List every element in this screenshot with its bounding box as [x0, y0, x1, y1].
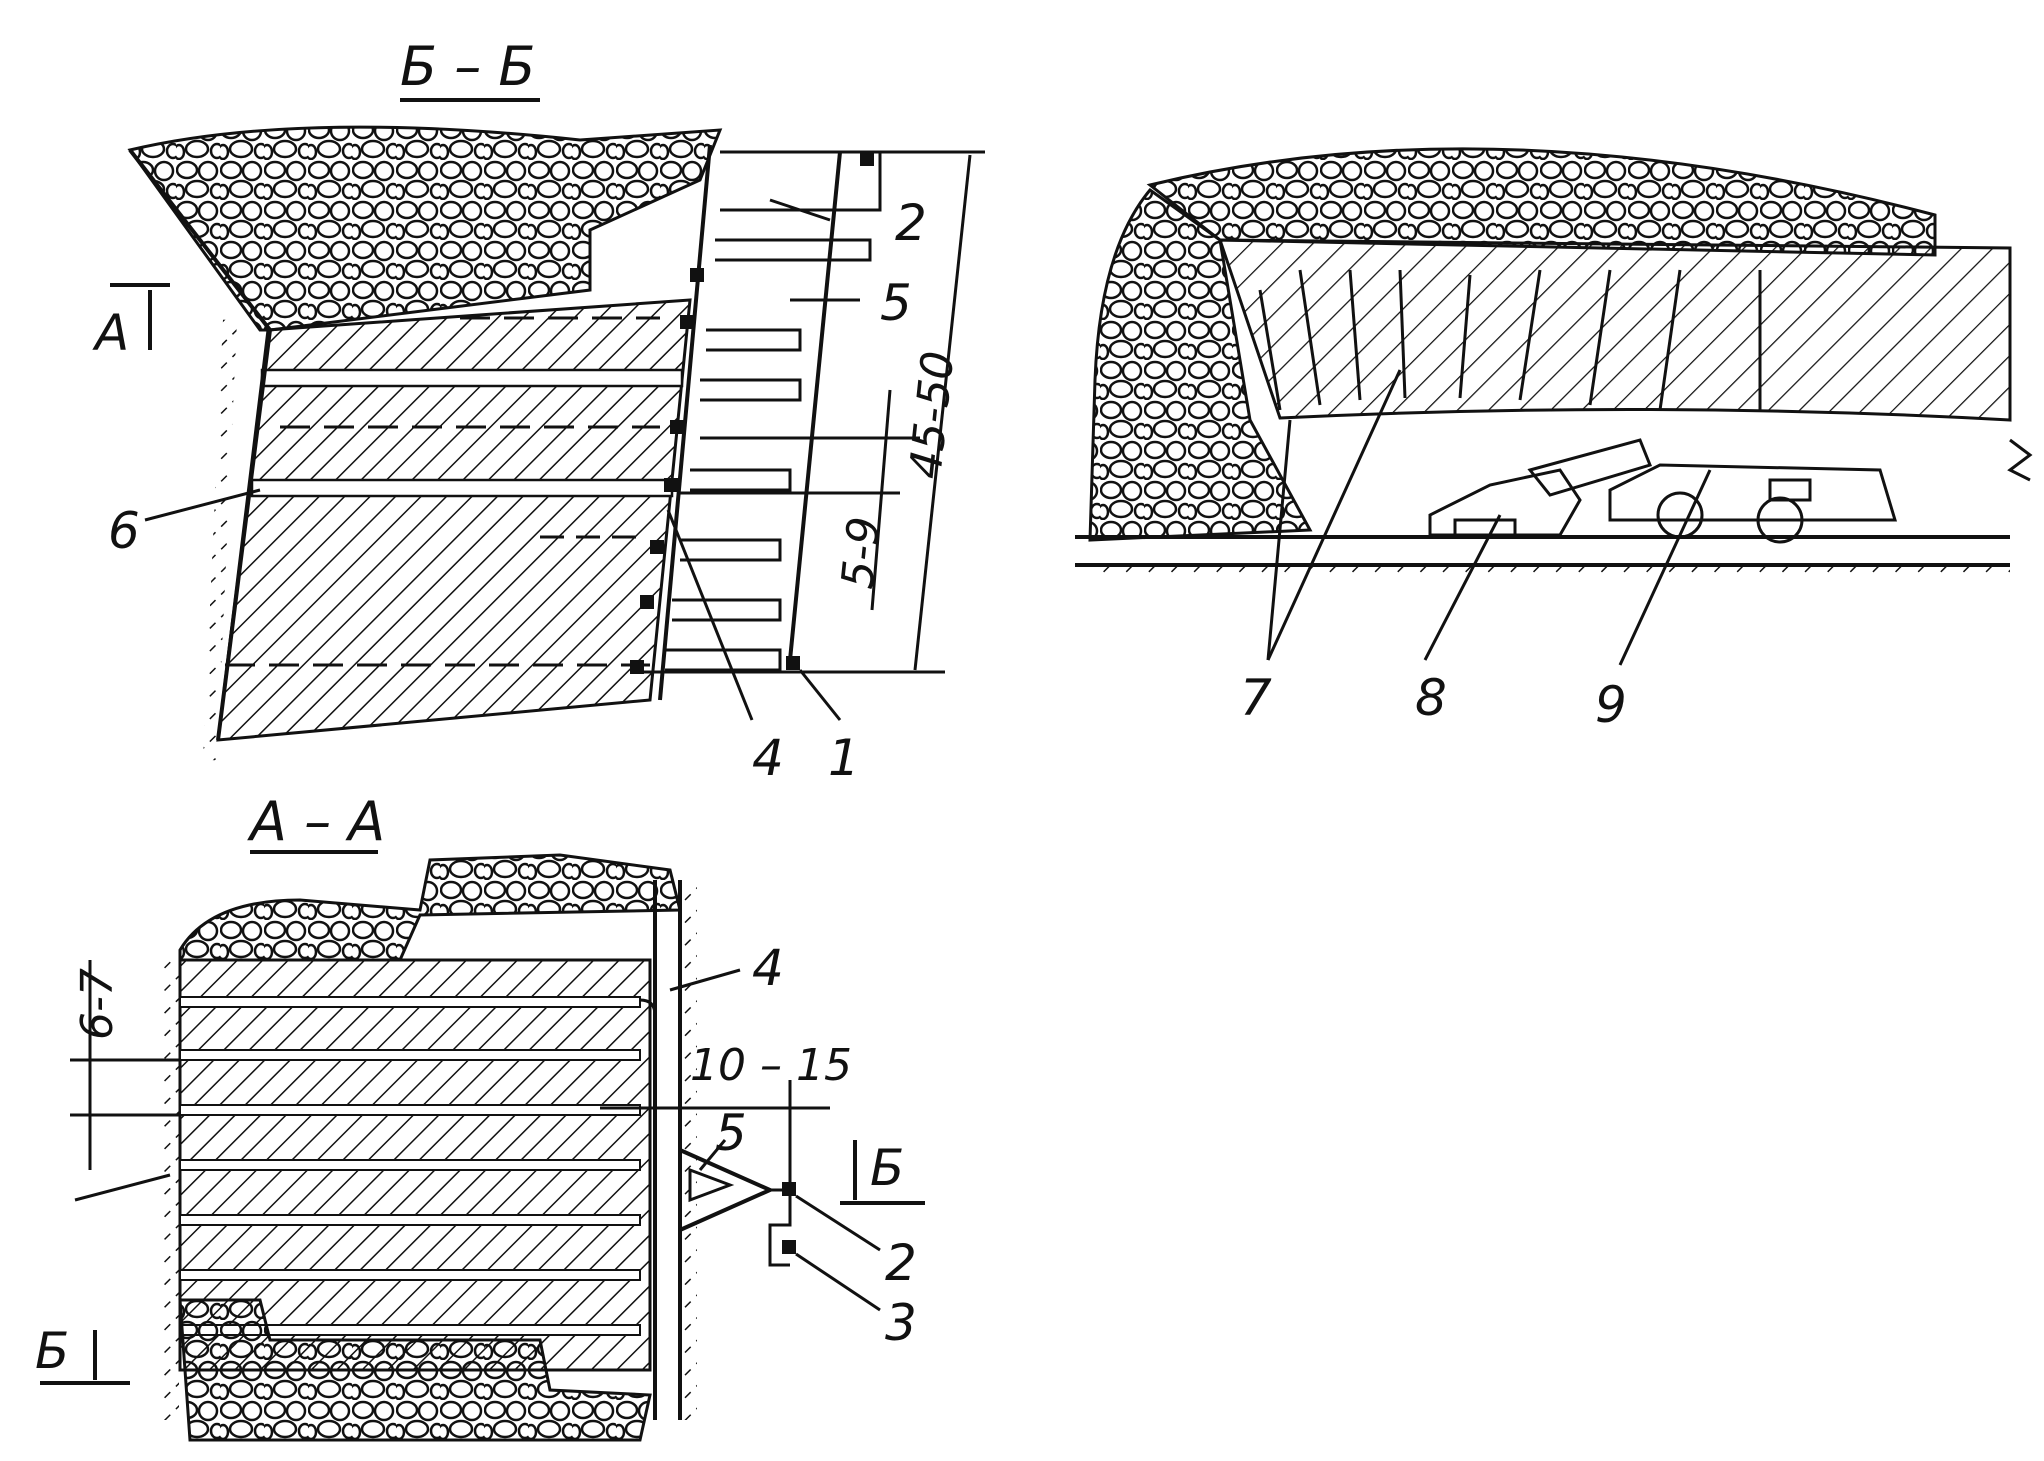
ore-block [1217, 238, 2012, 422]
side-view: 7 8 9 [1075, 147, 2033, 734]
leader-4 [669, 968, 741, 992]
left-wall [128, 148, 273, 741]
marker [680, 315, 694, 329]
dim-total-label: 45-50 [900, 349, 964, 481]
label-5: 5 [880, 274, 912, 332]
leader-9 [1618, 469, 1712, 666]
leader-3 [795, 1252, 881, 1312]
sublevel-drift [260, 368, 684, 388]
marker [786, 656, 800, 670]
section-aa-title: А – А [247, 790, 385, 853]
crosscuts [665, 150, 882, 672]
leader-1 [798, 669, 842, 721]
caved-rock-top [178, 853, 682, 962]
leader-2 [769, 198, 831, 222]
label-4: 4 [752, 729, 784, 787]
sublevel-drift [250, 478, 674, 498]
caved-rock-bottom [178, 1298, 652, 1442]
leader-7a [1266, 419, 1292, 661]
ore-block [216, 298, 692, 742]
section-aa: А – А 6-7 [35, 790, 925, 1442]
dim-spacing-label: 5-9 [832, 514, 890, 591]
blast-holes [1258, 269, 1762, 412]
marker [650, 540, 664, 554]
marker [670, 420, 684, 434]
label-3: 3 [885, 1294, 917, 1352]
label-5: 5 [715, 1104, 747, 1162]
label-1: 1 [828, 729, 860, 787]
section-marker-b-left: Б [35, 1322, 69, 1380]
raise-wall [658, 144, 712, 701]
dim-width-label: 10 – 15 [690, 1040, 852, 1091]
leader-5 [698, 1139, 727, 1171]
left-wall-hatch [203, 319, 237, 761]
leader-7b [1266, 369, 1402, 661]
label-9: 9 [1595, 676, 1627, 734]
crosscut-triangle [688, 1167, 735, 1203]
marker [640, 595, 654, 609]
dim-height-label: 6-7 [72, 968, 123, 1040]
caved-rock-top [1146, 147, 1937, 257]
ore-pass-markers [630, 152, 874, 674]
marker [690, 268, 704, 282]
caved-rock-top [127, 125, 723, 332]
leader-4 [666, 509, 754, 721]
section-marker-b-right: Б [870, 1139, 904, 1197]
shaft-line [788, 151, 842, 661]
loader-machine [1428, 438, 1653, 537]
sublevel-drifts [225, 316, 684, 667]
dim-total-line [913, 154, 972, 671]
leader-unlabeled [74, 1173, 171, 1202]
label-8: 8 [1415, 669, 1447, 727]
label-4: 4 [752, 939, 784, 997]
leader-8 [1423, 514, 1502, 661]
leader-2 [795, 1194, 881, 1252]
label-2: 2 [885, 1234, 917, 1292]
marker [664, 478, 678, 492]
dim-spacing-line [870, 389, 892, 611]
haul-truck [1608, 463, 1898, 544]
label-6: 6 [108, 502, 140, 560]
label-7: 7 [1240, 669, 1272, 727]
marker [860, 152, 874, 166]
section-bb-title: Б – Б [400, 35, 535, 98]
marker-3 [782, 1240, 796, 1254]
section-marker-a: А [92, 304, 129, 362]
leader-6 [144, 488, 261, 522]
section-bb: Б – Б [92, 35, 985, 787]
raise [653, 880, 682, 1420]
break-line [2007, 438, 2033, 482]
label-2: 2 [895, 194, 927, 252]
